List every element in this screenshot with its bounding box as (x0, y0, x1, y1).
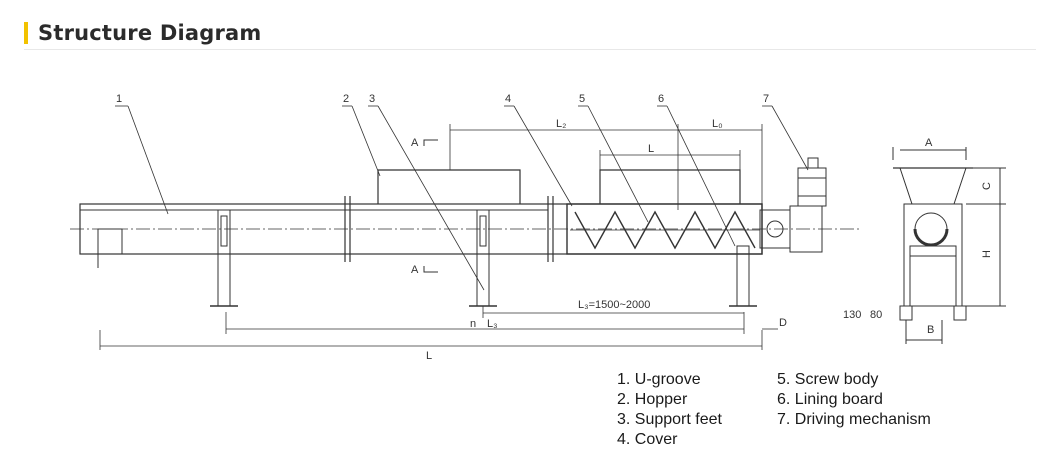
side-label-H: H (981, 250, 993, 258)
legend-item: 3. Support feet (617, 411, 722, 428)
page-title: Structure Diagram (38, 21, 262, 45)
section-markers (423, 139, 438, 273)
header-divider (24, 49, 1036, 50)
legend-item: 1. U-groove (617, 371, 701, 388)
dim-label-L: L (426, 350, 432, 362)
dimension-lines (99, 124, 778, 350)
part-label-4: 4 (505, 93, 511, 105)
dim-label-L2: L₂ (556, 118, 566, 130)
part-label-2: 2 (343, 93, 349, 105)
part-label-5: 5 (579, 93, 585, 105)
side-label-B: B (927, 324, 934, 336)
u-groove-body (79, 203, 763, 268)
section-label-A-bottom: A (411, 264, 419, 276)
part-label-7: 7 (763, 93, 769, 105)
section-header: Structure Diagram (24, 18, 261, 48)
side-label-C: C (981, 182, 993, 190)
flanges (344, 196, 554, 262)
hopper-shapes (377, 169, 741, 204)
legend-item: 6. Lining board (777, 391, 883, 408)
side-view (892, 147, 1006, 344)
dim-label-n: n (470, 318, 476, 330)
legend-item: 4. Cover (617, 431, 678, 448)
legend-item: 5. Screw body (777, 371, 879, 388)
leader-lines (115, 105, 809, 291)
driving-mechanism (759, 157, 827, 253)
legend-left: 1. U-groove 2. Hopper 3. Support feet 4.… (617, 370, 722, 450)
dim-label-L3: L₃ (487, 318, 498, 330)
dim-label-L-hopper: L (648, 143, 654, 155)
header-accent-bar (24, 22, 28, 44)
part-label-6: 6 (658, 93, 664, 105)
cover-region (566, 203, 763, 255)
side-label-A: A (925, 137, 933, 149)
legend-item: 7. Driving mechanism (777, 411, 931, 428)
side-label-130: 130 (843, 309, 861, 321)
part-label-3: 3 (369, 93, 375, 105)
section-label-A-top: A (411, 137, 419, 149)
dim-label-D: D (779, 317, 787, 329)
dim-label-L3-range: L₃=1500~2000 (578, 299, 650, 311)
dim-label-L0: L₀ (712, 118, 723, 130)
part-label-1: 1 (116, 93, 122, 105)
legend-right: 5. Screw body 6. Lining board 7. Driving… (777, 370, 931, 430)
side-label-80: 80 (870, 309, 882, 321)
support-feet (210, 209, 757, 307)
legend-item: 2. Hopper (617, 391, 688, 408)
